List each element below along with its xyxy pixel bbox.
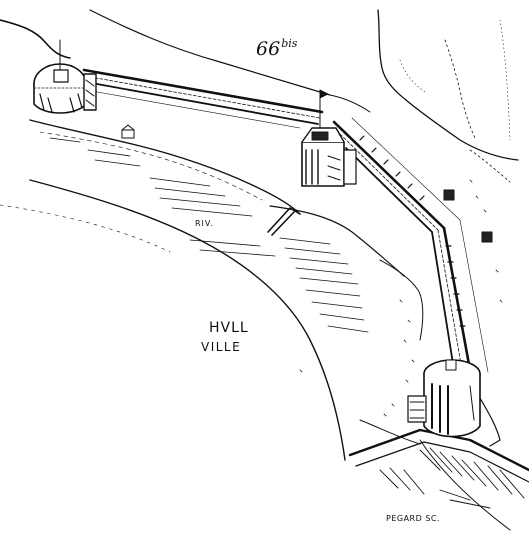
tower-lower-right — [407, 359, 481, 438]
inner-bank — [269, 205, 424, 445]
engraver-signature: PEGARD SC. — [386, 514, 441, 523]
wall-segment-upper — [82, 68, 324, 129]
moat-rubble — [379, 447, 525, 509]
battlements — [359, 135, 466, 327]
jetty — [267, 207, 301, 236]
tower-upper-left — [33, 39, 97, 114]
river-label: RIV. — [195, 219, 214, 228]
upper-right-land — [377, 9, 519, 183]
town-label-ville: VILLE — [201, 340, 242, 354]
water-hatching — [49, 137, 369, 333]
plate-number-suffix: bis — [281, 37, 298, 50]
river-bank — [0, 119, 346, 461]
plate-number-value: 66 — [256, 38, 281, 60]
town-label-hull: HVLL — [209, 320, 249, 336]
upper-shoreline — [0, 9, 371, 113]
outbuilding-right-2 — [481, 231, 493, 243]
outbuilding-right-1 — [443, 189, 455, 201]
plate-number: 66bis — [256, 38, 297, 59]
outbuilding-left — [121, 124, 135, 139]
tower-middle — [301, 89, 357, 187]
wall-segment-lower — [431, 219, 489, 373]
